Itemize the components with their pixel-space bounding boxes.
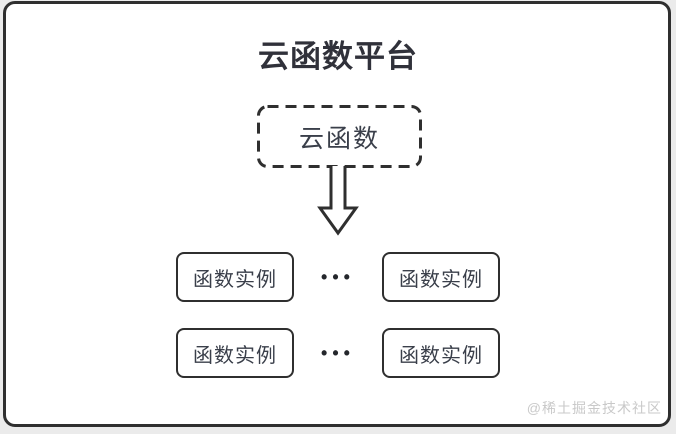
dashed-border	[257, 105, 422, 168]
function-instance-label: 函数实例	[193, 344, 277, 367]
down-arrow-icon	[317, 166, 359, 236]
function-instance-node: 函数实例	[382, 252, 500, 302]
function-instance-label: 函数实例	[399, 344, 483, 367]
function-instance-node: 函数实例	[176, 252, 294, 302]
page-title: 云函数平台	[258, 39, 418, 74]
function-instance-node: 函数实例	[176, 328, 294, 378]
watermark: @稀土掘金技术社区	[526, 400, 662, 416]
function-instance-label: 函数实例	[193, 268, 277, 291]
cloud-function-node: 云函数	[257, 105, 422, 168]
function-instance-node: 函数实例	[382, 328, 500, 378]
ellipsis: •••	[321, 343, 355, 363]
function-instance-label: 函数实例	[399, 268, 483, 291]
ellipsis: •••	[321, 267, 355, 287]
cloud-function-label: 云函数	[298, 124, 380, 153]
